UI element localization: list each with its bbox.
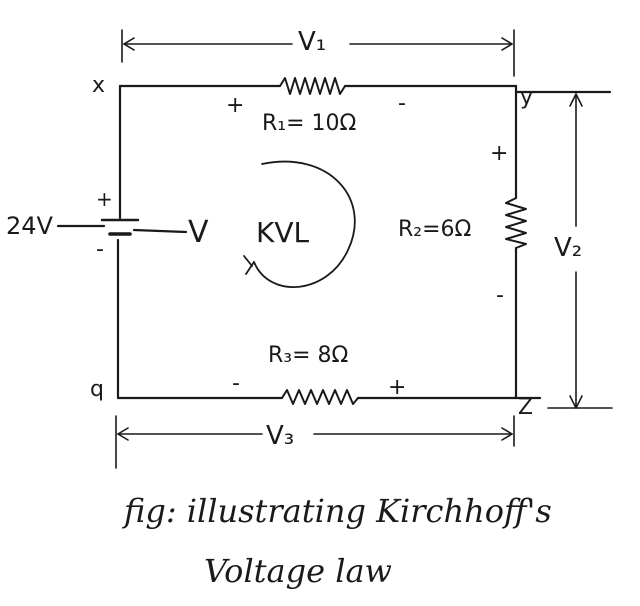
resistor-r3-symbol: [281, 389, 359, 405]
resistor-r3-label: R₃= 8Ω: [268, 343, 348, 368]
kvl-label: KVL: [256, 216, 310, 249]
battery-symbol: [100, 218, 140, 236]
caption-line-2: Voltage law: [204, 552, 392, 590]
v1-dimension: [121, 29, 515, 77]
resistor-r1-label: R₁= 10Ω: [262, 111, 356, 136]
resistor-r2-minus: -: [496, 283, 504, 308]
battery-plus-sign: +: [96, 187, 113, 211]
resistor-r3-plus: +: [388, 375, 406, 400]
caption-line-1: fig: illustrating Kirchhoff's: [122, 492, 552, 530]
voltage-v3-label: V₃: [266, 421, 294, 451]
resistor-r2-label: R₂=6Ω: [398, 217, 471, 242]
voltage-v1-label: V₁: [298, 27, 326, 57]
source-voltage-label: 24V: [6, 212, 54, 240]
voltage-v2-label: V₂: [554, 233, 582, 263]
kvl-loop-arrow: [243, 160, 356, 288]
resistor-r1-minus: -: [398, 91, 406, 116]
circuit-wires: [56, 84, 612, 400]
v2-dimension: [547, 93, 613, 409]
node-label-y: y: [520, 85, 533, 110]
resistor-r1-symbol: [279, 77, 346, 95]
battery-minus-sign: -: [96, 237, 104, 262]
source-symbol-label: V: [188, 215, 209, 250]
node-label-z: Z: [518, 395, 533, 420]
resistor-r1-plus: +: [226, 93, 244, 118]
node-label-q: q: [90, 377, 104, 402]
node-label-x: x: [92, 73, 105, 98]
resistor-r3-minus: -: [232, 371, 240, 396]
v3-dimension: [115, 415, 515, 469]
resistor-r2-symbol: [505, 197, 527, 249]
resistor-r2-plus: +: [490, 141, 508, 166]
